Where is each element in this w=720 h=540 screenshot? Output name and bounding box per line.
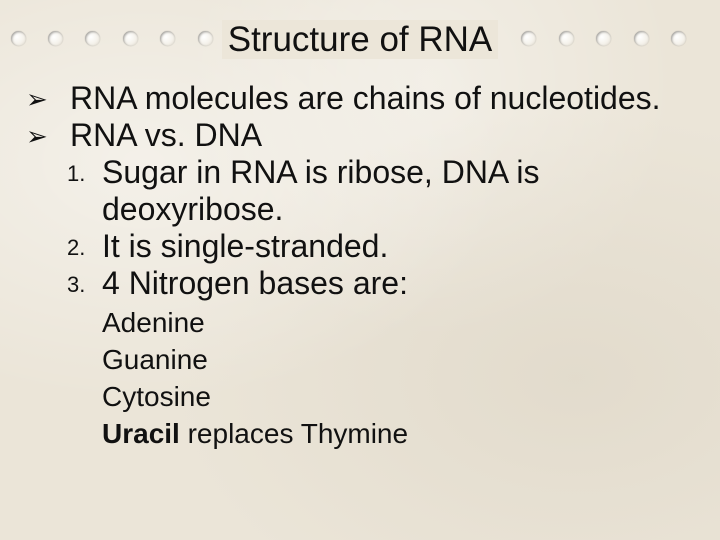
slide-title: Structure of RNA — [0, 18, 720, 62]
list-number: 1. — [67, 161, 86, 186]
binder-holes — [0, 0, 720, 70]
binder-hole-icon — [85, 31, 100, 46]
base-item-text: replaces Thymine — [179, 418, 409, 449]
numbered-text: It is single-stranded. — [102, 228, 389, 264]
bullet-text: RNA vs. DNA — [70, 117, 263, 153]
slide-body: ➢ RNA molecules are chains of nucleotide… — [22, 80, 712, 452]
list-number: 2. — [67, 235, 86, 260]
base-item: Cytosine — [102, 381, 211, 412]
binder-hole-icon — [559, 31, 574, 46]
binder-hole-icon — [160, 31, 175, 46]
bullet-item: ➢ RNA vs. DNA — [22, 117, 712, 154]
nitrogen-bases-list: Adenine Guanine Cytosine Uracil replaces… — [22, 304, 712, 452]
base-bold-label: Uracil — [102, 418, 180, 449]
binder-hole-icon — [671, 31, 686, 46]
numbered-item: 3. 4 Nitrogen bases are: — [22, 265, 712, 302]
arrow-bullet-icon: ➢ — [26, 121, 48, 151]
numbered-item: 2. It is single-stranded. — [22, 228, 712, 265]
binder-hole-icon — [634, 31, 649, 46]
base-item: Adenine — [102, 307, 205, 338]
binder-hole-icon — [11, 31, 26, 46]
binder-hole-icon — [521, 31, 536, 46]
bullet-item: ➢ RNA molecules are chains of nucleotide… — [22, 80, 712, 117]
binder-hole-icon — [48, 31, 63, 46]
base-item: Uracil replaces Thymine — [102, 415, 712, 452]
binder-hole-icon — [596, 31, 611, 46]
bullet-text: RNA molecules are chains of nucleotides. — [70, 80, 661, 116]
binder-hole-icon — [123, 31, 138, 46]
numbered-text: Sugar in RNA is ribose, DNA is deoxyribo… — [102, 154, 540, 227]
numbered-text: 4 Nitrogen bases are: — [102, 265, 408, 301]
slide-title-text: Structure of RNA — [221, 20, 499, 59]
binder-hole-icon — [198, 31, 213, 46]
base-item: Guanine — [102, 344, 208, 375]
numbered-item: 1. Sugar in RNA is ribose, DNA is deoxyr… — [22, 154, 712, 228]
arrow-bullet-icon: ➢ — [26, 84, 48, 114]
list-number: 3. — [67, 272, 86, 297]
